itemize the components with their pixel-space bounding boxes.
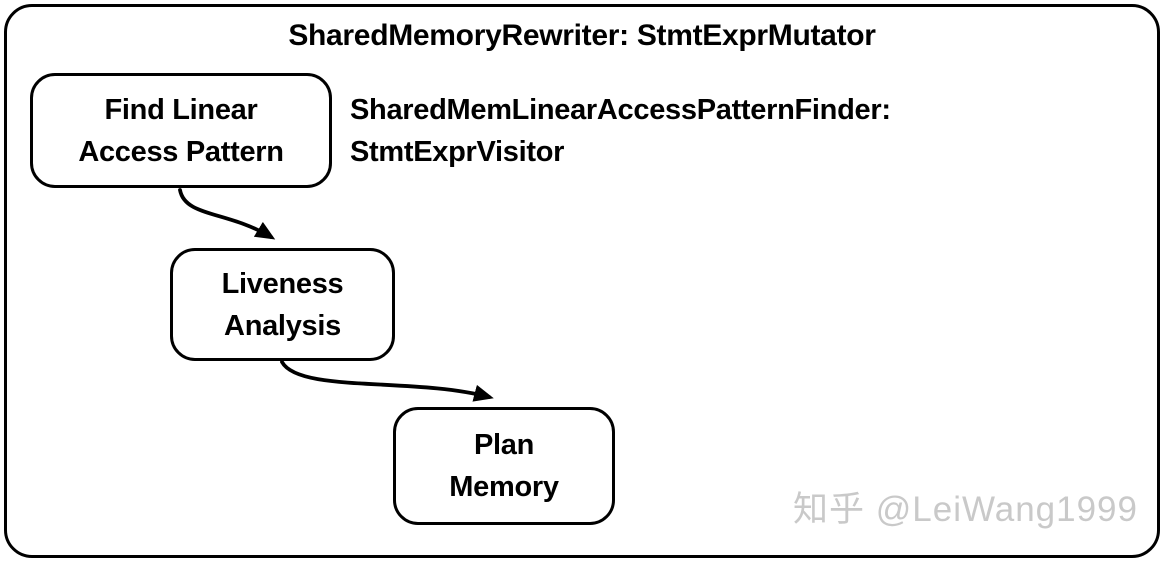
diagram-title: SharedMemoryRewriter: StmtExprMutator [288, 19, 876, 52]
node-find-linear-access-pattern-label: Find Linear Access Pattern [78, 93, 284, 168]
node-liveness-analysis: Liveness Analysis [170, 248, 395, 361]
node-find-linear-access-pattern: Find Linear Access Pattern [30, 73, 332, 188]
watermark: 知乎 @LeiWang1999 [793, 490, 1138, 529]
node-plan-memory-label: Plan Memory [449, 429, 559, 503]
node-plan-memory: Plan Memory [393, 407, 615, 525]
annotation-finder-class: SharedMemLinearAccessPatternFinder: Stmt… [350, 94, 891, 168]
node-liveness-analysis-label: Liveness Analysis [221, 267, 344, 342]
